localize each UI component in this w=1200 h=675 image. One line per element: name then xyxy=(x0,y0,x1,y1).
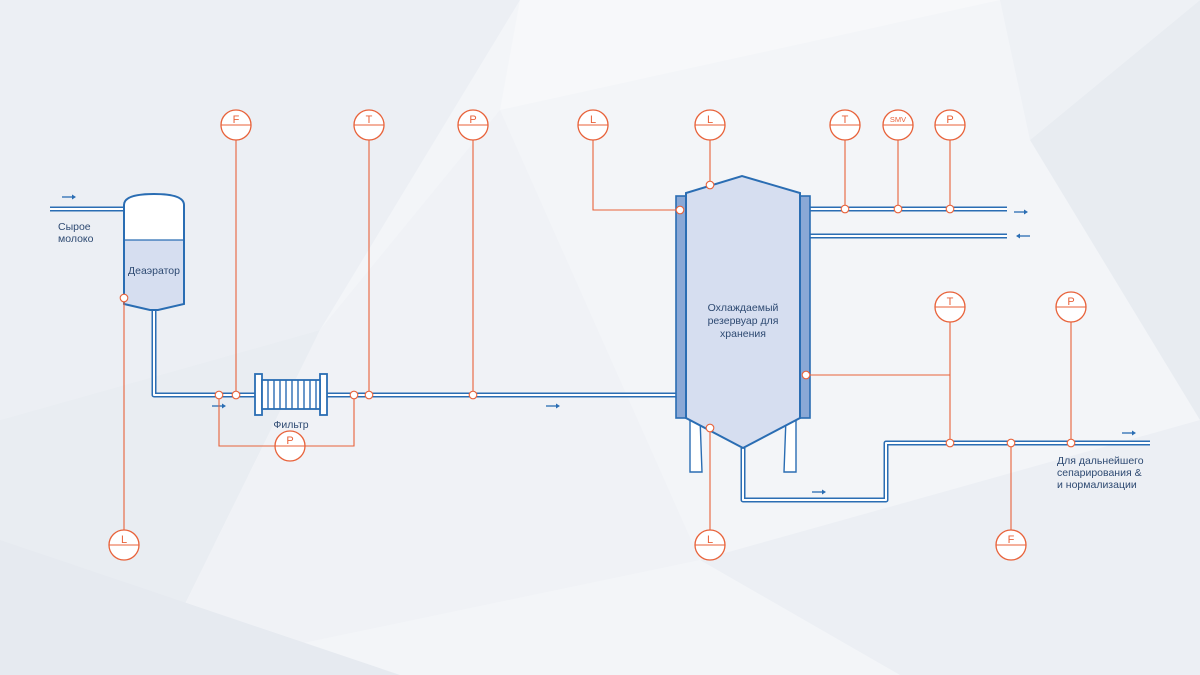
svg-text:F: F xyxy=(233,114,240,126)
svg-text:L: L xyxy=(707,114,713,126)
instrument-pressure-inlet[interactable]: P xyxy=(457,109,489,141)
filter-unit xyxy=(254,373,328,416)
svg-text:T: T xyxy=(947,296,954,308)
raw-milk-label-line2: молоко xyxy=(58,233,94,245)
svg-text:L: L xyxy=(590,114,596,126)
storage-tank xyxy=(675,174,811,473)
arrow-jacket-in xyxy=(1016,233,1030,239)
svg-text:P: P xyxy=(469,114,476,126)
arrow-tank-outlet xyxy=(812,489,826,495)
svg-text:T: T xyxy=(842,114,849,126)
instrument-deaerator-level[interactable]: L xyxy=(108,529,140,561)
svg-text:SMV: SMV xyxy=(890,115,906,124)
tap-points xyxy=(119,180,1076,448)
arrow-after-filter xyxy=(546,403,560,409)
arrow-raw-milk-in xyxy=(62,194,76,200)
outlet-label-line2: сепарирования & xyxy=(1057,467,1142,479)
instrument-outlet-flow[interactable]: F xyxy=(995,529,1027,561)
filter-label: Фильтр xyxy=(273,419,308,431)
pipework xyxy=(50,206,1150,503)
deaerator-vessel xyxy=(123,192,185,311)
instrument-temp-after-filter[interactable]: T xyxy=(353,109,385,141)
instrument-tank-level-top[interactable]: L xyxy=(694,109,726,141)
arrow-outlet-further xyxy=(1122,430,1136,436)
raw-milk-label-line1: Сырое xyxy=(58,221,91,233)
text-labels: Сырое молоко Деаэратор Фильтр Охлаждаемы… xyxy=(58,221,1144,491)
svg-text:T: T xyxy=(366,114,373,126)
svg-text:P: P xyxy=(946,114,953,126)
instrument-outlet-pressure[interactable]: P xyxy=(1055,291,1087,323)
instrument-jacket-smv[interactable]: SMV xyxy=(882,109,914,141)
deaerator-label: Деаэратор xyxy=(128,265,180,277)
instrument-jacket-temp[interactable]: T xyxy=(829,109,861,141)
signal-lines xyxy=(123,140,1072,530)
arrow-jacket-out xyxy=(1014,209,1028,215)
svg-text:P: P xyxy=(1067,296,1074,308)
instrument-filter-pressure-drop[interactable]: P xyxy=(274,430,306,462)
instrument-tank-bottom-level[interactable]: L xyxy=(694,529,726,561)
svg-text:F: F xyxy=(1008,534,1015,546)
tank-label-line3: хранения xyxy=(720,328,766,340)
instrument-jacket-pressure[interactable]: P xyxy=(934,109,966,141)
tank-label-line1: Охлаждаемый xyxy=(708,302,779,314)
outlet-label-line3: и нормализации xyxy=(1057,479,1137,491)
svg-text:L: L xyxy=(121,534,127,546)
svg-text:L: L xyxy=(707,534,713,546)
instrument-flow-before-filter[interactable]: F xyxy=(220,109,252,141)
svg-text:P: P xyxy=(286,435,293,447)
instrument-tank-level-side[interactable]: L xyxy=(577,109,609,141)
arrow-before-filter xyxy=(212,403,226,409)
flow-arrows xyxy=(62,194,1136,495)
tank-label-line2: резервуар для xyxy=(708,315,779,327)
outlet-label-line1: Для дальнейшего xyxy=(1057,455,1144,467)
instrument-tank-temp[interactable]: T xyxy=(934,291,966,323)
